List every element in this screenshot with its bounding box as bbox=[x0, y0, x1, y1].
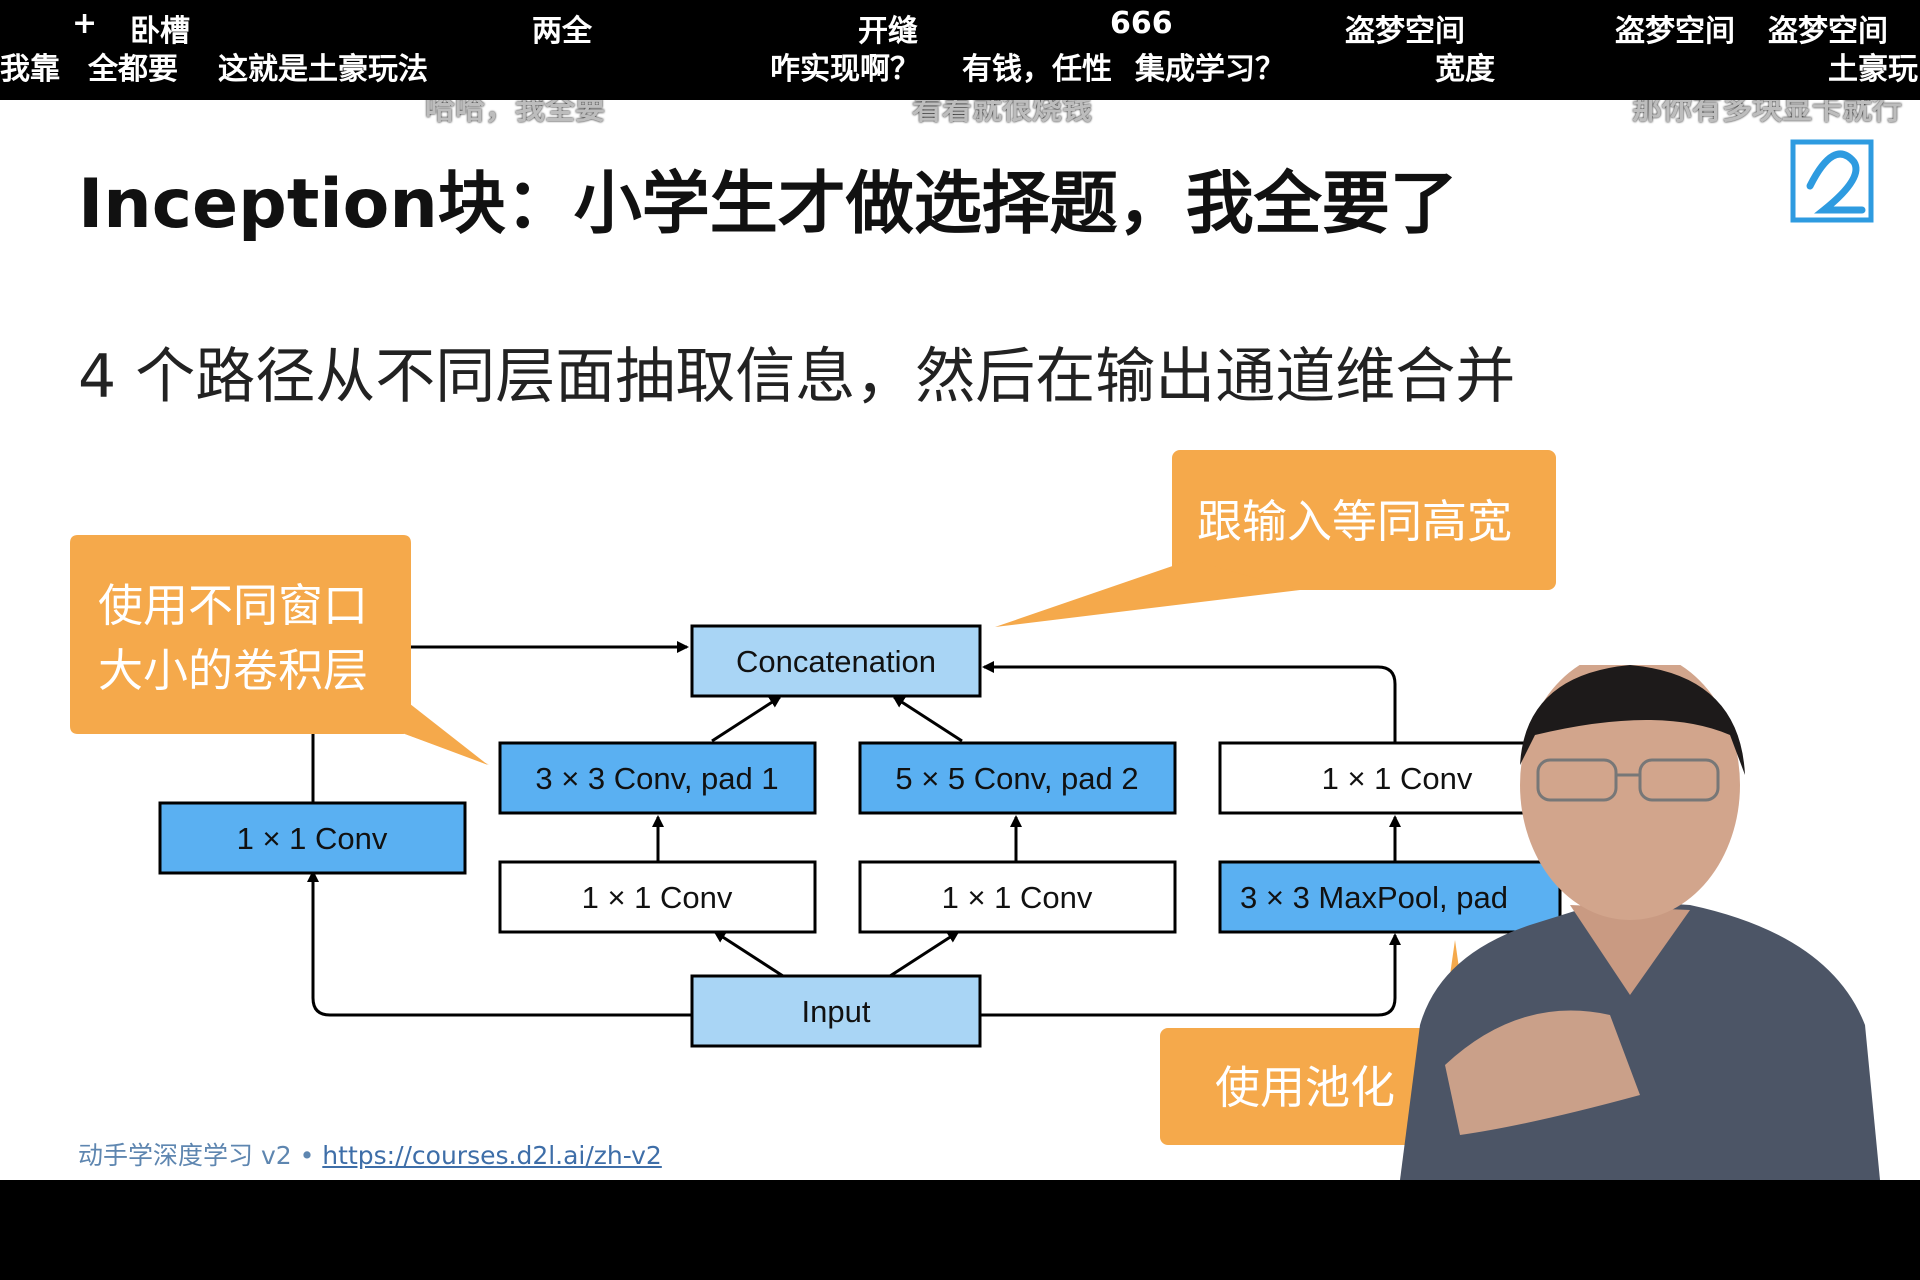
callout-bottom-text: 使用池化 bbox=[1215, 1061, 1395, 1114]
danmaku-comment: 两全 bbox=[532, 14, 592, 49]
path4-bottom-node: 3 × 3 MaxPool, pad bbox=[1218, 860, 1562, 934]
danmaku-comment: 宽度 bbox=[1435, 52, 1495, 87]
danmaku-comment: 我靠 bbox=[0, 52, 60, 87]
slide: Inception块：小学生才做选择题，我全要了 4 个路径从不同层面抽取信息，… bbox=[0, 100, 1920, 1180]
danmaku-comment: 有钱，任性 bbox=[962, 52, 1112, 87]
footer-credit: 动手学深度学习 v2 • https://courses.d2l.ai/zh-v… bbox=[78, 1136, 662, 1172]
callout-left: 使用不同窗口 大小的卷积层 bbox=[70, 535, 490, 765]
danmaku-comment: 盗梦空间 bbox=[1615, 14, 1735, 49]
danmaku-comment: 那你有多块显卡就行 bbox=[1632, 100, 1902, 127]
callout-left-line2: 大小的卷积层 bbox=[98, 644, 368, 697]
path1-conv-label: 1 × 1 Conv bbox=[237, 821, 388, 856]
path4-bottom-label: 3 × 3 MaxPool, pad bbox=[1240, 880, 1508, 915]
concat-label: Concatenation bbox=[736, 644, 936, 679]
slide-subtitle: 4 个路径从不同层面抽取信息，然后在输出通道维合并 bbox=[78, 342, 1516, 412]
danmaku-comment: 666 bbox=[1110, 6, 1173, 41]
path3-bottom-label: 1 × 1 Conv bbox=[942, 880, 1093, 915]
danmaku-comment: 哈哈，我全要 bbox=[425, 100, 605, 127]
connector-lines bbox=[307, 641, 1401, 1017]
path4-top-label: 1 × 1 Conv bbox=[1322, 761, 1473, 796]
input-node: Input bbox=[690, 974, 982, 1048]
letterbox-bottom bbox=[0, 1180, 1920, 1280]
danmaku-comment: 开缝 bbox=[858, 14, 918, 49]
danmaku-comment: 这就是土豪玩法 bbox=[218, 52, 428, 87]
slide-title: Inception块：小学生才做选择题，我全要了 bbox=[78, 165, 1458, 244]
danmaku-bar: + 卧槽 两全 开缝 666 盗梦空间 盗梦空间 盗梦空间 我靠 全都要 这就是… bbox=[0, 0, 1920, 100]
danmaku-comment: 盗梦空间 bbox=[1768, 14, 1888, 49]
footer-book-title: 动手学深度学习 v2 • bbox=[78, 1141, 323, 1170]
danmaku-comment: 全都要 bbox=[88, 52, 178, 87]
presenter-video-overlay bbox=[1400, 665, 1880, 1180]
path3-top-label: 5 × 5 Conv, pad 2 bbox=[895, 761, 1138, 796]
danmaku-comment: 咋实现啊？ bbox=[770, 52, 920, 87]
path2-bottom-label: 1 × 1 Conv bbox=[582, 880, 733, 915]
path2-top-label: 3 × 3 Conv, pad 1 bbox=[535, 761, 778, 796]
danmaku-comment: 集成学习？ bbox=[1135, 52, 1285, 87]
danmaku-comment: + bbox=[72, 6, 98, 41]
path2-top-node: 3 × 3 Conv, pad 1 bbox=[498, 741, 817, 815]
danmaku-comment: 卧槽 bbox=[130, 14, 190, 49]
concat-node: Concatenation bbox=[690, 624, 982, 698]
path3-bottom-node: 1 × 1 Conv bbox=[858, 860, 1177, 934]
callout-right-text: 跟输入等同高宽 bbox=[1197, 495, 1512, 548]
path4-top-node: 1 × 1 Conv bbox=[1218, 741, 1562, 815]
d2l-logo-icon bbox=[1790, 139, 1874, 223]
footer-course-link[interactable]: https://courses.d2l.ai/zh-v2 bbox=[322, 1141, 662, 1170]
danmaku-comment: 盗梦空间 bbox=[1345, 14, 1465, 49]
danmaku-comment: 看着就很烧钱 bbox=[912, 100, 1092, 127]
callout-left-line1: 使用不同窗口 bbox=[98, 579, 368, 632]
path2-bottom-node: 1 × 1 Conv bbox=[498, 860, 817, 934]
input-label: Input bbox=[802, 994, 871, 1029]
path1-conv-node: 1 × 1 Conv bbox=[158, 801, 467, 875]
path3-top-node: 5 × 5 Conv, pad 2 bbox=[858, 741, 1177, 815]
danmaku-comment: 土豪玩 bbox=[1828, 52, 1918, 87]
callout-right: 跟输入等同高宽 bbox=[995, 450, 1556, 627]
